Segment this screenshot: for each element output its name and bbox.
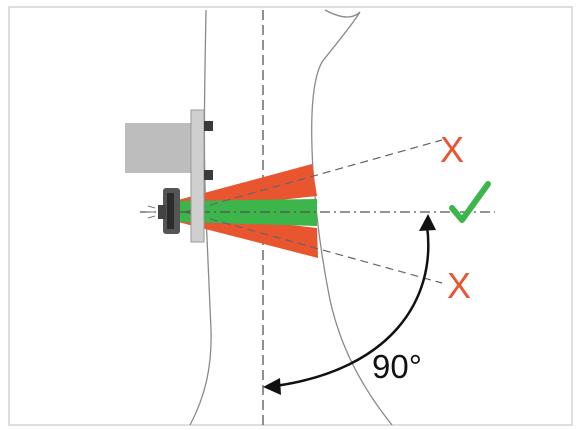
sensor-bolt-upper <box>204 121 213 131</box>
wrong-angle-upper-beam <box>178 164 317 211</box>
cross-mark-icon: X <box>447 265 471 306</box>
wrong-angle-lower-beam <box>178 212 318 258</box>
check-mark-icon <box>449 181 491 223</box>
angle-label: 90° <box>372 348 422 385</box>
arrowhead-upper-icon <box>419 214 436 231</box>
sensor-emitter <box>158 205 166 219</box>
sensor-mount-plate <box>190 109 205 243</box>
angle-arc <box>274 225 430 388</box>
sensor-device <box>125 109 213 243</box>
sensor-lens-ring <box>167 193 174 229</box>
sensor-emission-tick-3 <box>147 215 156 219</box>
guide-ray-lower <box>184 211 443 284</box>
sensor-bolt-lower <box>204 170 213 180</box>
cross-mark-icon: X <box>440 129 464 170</box>
silhouette-left-outline <box>189 9 212 426</box>
sensor-body <box>125 123 193 173</box>
sensor-emission-tick-1 <box>147 205 156 209</box>
arrowhead-left-icon <box>263 378 281 395</box>
guide-ray-upper <box>184 139 443 213</box>
